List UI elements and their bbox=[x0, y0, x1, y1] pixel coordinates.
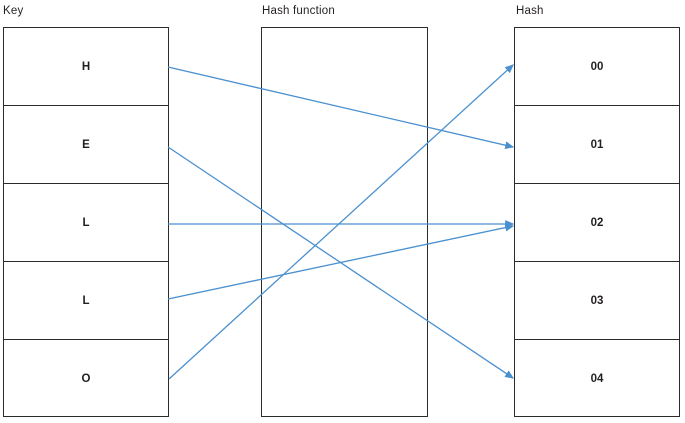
hash-column: 00 01 02 03 04 bbox=[514, 27, 680, 417]
hash-cell-0: 00 bbox=[515, 28, 679, 106]
key-cell-3: L bbox=[4, 262, 168, 340]
hash-cell-1: 01 bbox=[515, 106, 679, 184]
key-cell-4: O bbox=[81, 373, 91, 385]
key-cell-2: L bbox=[4, 184, 168, 262]
hash-column-title: Hash bbox=[516, 5, 544, 17]
hash-cell-4: 04 bbox=[590, 373, 604, 385]
hash-function-title: Hash function bbox=[262, 5, 335, 17]
key-column-title: Key bbox=[3, 5, 24, 17]
key-cell-0: H bbox=[4, 28, 168, 106]
key-column: H E L L O bbox=[3, 27, 169, 417]
hash-cell-2: 02 bbox=[515, 184, 679, 262]
hash-function-box bbox=[261, 27, 428, 417]
hash-cell-3: 03 bbox=[515, 262, 679, 340]
key-cell-1: E bbox=[4, 106, 168, 184]
